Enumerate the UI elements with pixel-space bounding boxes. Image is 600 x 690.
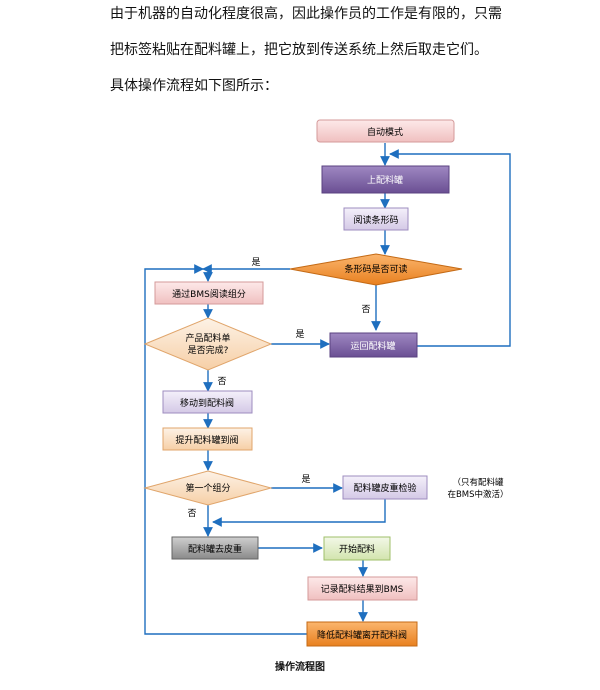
- node-lift-tank: [162, 427, 253, 451]
- node-read-barcode: [343, 207, 409, 231]
- label-lower-tank: 降低配料罐离开配料阀: [317, 629, 407, 641]
- label-auto-mode: 自动模式: [367, 126, 403, 138]
- label-order-complete-2: 是否完成?: [188, 344, 229, 356]
- label-tare-note-1: （只有配料罐: [452, 477, 504, 488]
- figure-caption: 操作流程图: [275, 662, 325, 673]
- arrow-main-loop: [144, 264, 307, 635]
- label-first-group: 第一个组分: [185, 482, 230, 494]
- node-start-batch: [323, 536, 391, 561]
- label-read-barcode: 阅读条形码: [353, 214, 398, 226]
- paragraph-line-1: 由于机器的自动化程度很高，因此操作员的工作是有限的，只需: [110, 6, 502, 22]
- label-start-batch: 开始配料: [339, 543, 375, 555]
- label-order-complete-1: 产品配料单: [185, 332, 230, 344]
- label-no-1: 否: [361, 304, 370, 315]
- decision-order-complete: [143, 317, 273, 371]
- label-tare-check: 配料罐皮重检验: [353, 482, 416, 494]
- label-no-2: 否: [217, 376, 226, 387]
- decision-barcode-readable: [289, 253, 463, 286]
- node-tare-check: [342, 475, 428, 500]
- label-no-3: 否: [187, 508, 196, 519]
- node-tare-remove: [171, 536, 259, 560]
- node-lower-tank: [306, 621, 418, 647]
- label-tare-remove: 配料罐去皮重: [188, 543, 242, 555]
- label-lift-tank: 提升配料罐到阀: [175, 434, 238, 446]
- arrow-tare-return: [212, 499, 386, 527]
- arrow-return-loop: [389, 149, 511, 347]
- label-yes-1: 是: [251, 257, 260, 268]
- label-barcode-readable: 条形码是否可读: [344, 263, 407, 275]
- node-record-result: [307, 576, 418, 601]
- label-load-tank: 上配料罐: [367, 174, 403, 186]
- node-load-tank: [321, 165, 450, 194]
- node-bms-read-group: [154, 281, 264, 305]
- label-return-tank: 运回配料罐: [350, 340, 395, 352]
- node-move-valve: [162, 390, 253, 414]
- node-return-tank: [329, 332, 418, 358]
- label-tare-note-2: 在BMS中激活）: [447, 489, 508, 500]
- paragraph-line-3: 具体操作流程如下图所示：: [110, 78, 278, 94]
- label-yes-3: 是: [301, 474, 310, 485]
- label-yes-2: 是: [295, 329, 304, 340]
- node-auto-mode: [316, 119, 455, 143]
- decision-first-group: [143, 470, 273, 506]
- label-bms-read-group: 通过BMS阅读组分: [172, 288, 246, 300]
- paragraph-line-2: 把标签粘贴在配料罐上，把它放到传送系统上然后取走它们。: [110, 42, 488, 58]
- label-record-result: 记录配料结果到BMS: [321, 583, 404, 595]
- label-move-valve: 移动到配料阀: [180, 397, 234, 409]
